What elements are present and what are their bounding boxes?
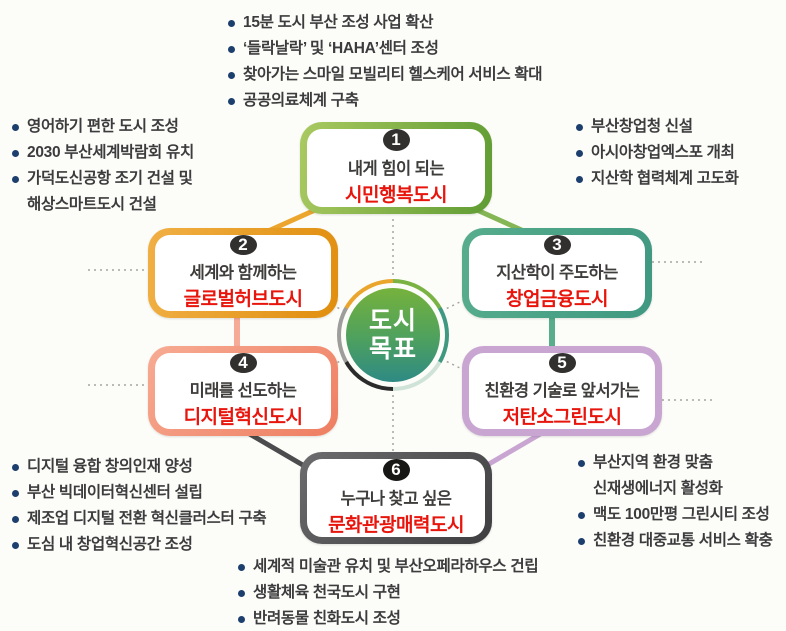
list-item: 아시아창업엑스포 개최	[576, 140, 739, 166]
bullet-icon	[12, 176, 19, 183]
goal-title: 시민행복도시	[345, 185, 447, 206]
goal-box-4-content: 4 미래를 선도하는 디지털혁신도시	[155, 353, 331, 429]
goal5-detail-list: 부산지역 환경 맞춤 신재생에너지 활성화 맥도 100만평 그린시티 조성 친…	[578, 450, 773, 554]
list-item: 영어하기 편한 도시 조성	[12, 114, 194, 140]
bullet-icon	[238, 616, 245, 623]
goal3-detail-list: 부산창업청 신설 아시아창업엑스포 개최 지산학 협력체계 고도화	[576, 114, 739, 192]
bullet-icon	[576, 124, 583, 131]
list-item: 세계적 미술관 유치 및 부산오페라하우스 건립	[238, 554, 539, 580]
goal-box-6: 6 누구나 찾고 싶은 문화관광매력도시	[300, 452, 492, 544]
goal6-detail-list: 세계적 미술관 유치 및 부산오페라하우스 건립 생활체육 천국도시 구현 반려…	[238, 554, 539, 631]
bullet-icon	[576, 176, 583, 183]
list-item: 반려동물 친화도시 조성	[238, 606, 538, 631]
city-goal-ring: 도시 목표	[337, 279, 449, 391]
bullet-icon	[228, 98, 235, 105]
bullet-icon	[12, 516, 19, 523]
goal-title: 글로벌허브도시	[183, 289, 303, 310]
goal-box-6-content: 6 누구나 찾고 싶은 문화관광매력도시	[307, 459, 485, 537]
bullet-icon	[578, 460, 585, 467]
goal-box-3: 3 지산학이 주도하는 창업금융도시	[462, 228, 652, 318]
list-item: 가덕도신공항 조기 건설 및 해상스마트도시 건설	[12, 166, 194, 218]
bullet-icon	[12, 464, 19, 471]
goal4-detail-list: 디지털 융합 창의인재 양성 부산 빅데이터혁신센터 설립 제조업 디지털 전환…	[12, 454, 267, 558]
goal-subtitle: 누구나 찾고 싶은	[340, 490, 452, 508]
goal-number-badge: 1	[382, 129, 410, 151]
bullet-icon	[12, 490, 19, 497]
bullet-icon	[238, 590, 245, 597]
goal-title: 문화관광매력도시	[328, 515, 464, 536]
center-label-line1: 도시	[368, 307, 417, 335]
goal-box-5: 5 친환경 기술로 앞서가는 저탄소그린도시	[462, 346, 662, 436]
goal-number-badge: 2	[229, 235, 257, 255]
goal-title: 저탄소그린도시	[502, 407, 622, 428]
bullet-icon	[238, 564, 245, 571]
goal-box-3-content: 3 지산학이 주도하는 창업금융도시	[469, 235, 645, 311]
list-item: 생활체육 천국도시 구현	[238, 580, 538, 606]
list-item: 15분 도시 부산 조성 사업 확산	[228, 10, 542, 36]
list-item: 디지털 융합 창의인재 양성	[12, 454, 266, 480]
goal-subtitle: 지산학이 주도하는	[496, 264, 618, 282]
bullet-icon	[12, 542, 19, 549]
center-label-line2: 목표	[368, 335, 417, 363]
goal-title: 디지털혁신도시	[183, 407, 303, 428]
city-goal-circle: 도시 목표	[346, 288, 440, 382]
bullet-icon	[12, 150, 19, 157]
goal1-detail-list: 15분 도시 부산 조성 사업 확산 ‘들락날락’ 및 ‘HAHA’센터 조성 …	[228, 10, 543, 114]
bullet-icon	[228, 46, 235, 53]
goal2-detail-list: 영어하기 편한 도시 조성 2030 부산세계박람회 유치 가덕도신공항 조기 …	[12, 114, 194, 218]
goal-box-2: 2 세계와 함께하는 글로벌허브도시	[148, 228, 338, 318]
goal-title: 창업금융도시	[506, 289, 608, 310]
list-item: 부산 빅데이터혁신센터 설립	[12, 480, 266, 506]
bullet-icon	[228, 72, 235, 79]
goal-box-1: 1 내게 힘이 되는 시민행복도시	[300, 122, 492, 214]
goal-number-badge: 3	[543, 235, 571, 255]
list-item: 맥도 100만평 그린시티 조성	[578, 502, 773, 528]
list-item: 지산학 협력체계 고도화	[576, 166, 739, 192]
list-item: ‘들락날락’ 및 ‘HAHA’센터 조성	[228, 36, 542, 62]
goal-box-5-content: 5 친환경 기술로 앞서가는 저탄소그린도시	[469, 353, 655, 429]
bullet-icon	[12, 124, 19, 131]
goal-box-1-content: 1 내게 힘이 되는 시민행복도시	[307, 129, 485, 207]
list-item: 친환경 대중교통 서비스 확충	[578, 528, 773, 554]
list-item: 부산창업청 신설	[576, 114, 739, 140]
dotted-line-center-to-goal3	[392, 295, 473, 336]
goal-number-badge: 5	[548, 353, 576, 373]
list-item: 공공의료체계 구축	[228, 88, 542, 114]
goal-box-2-content: 2 세계와 함께하는 글로벌허브도시	[155, 235, 331, 311]
bullet-icon	[578, 512, 585, 519]
goal-number-badge: 6	[382, 459, 410, 481]
bullet-icon	[228, 20, 235, 27]
goal-subtitle: 내게 힘이 되는	[347, 160, 445, 178]
goal-subtitle: 미래를 선도하는	[189, 382, 297, 400]
goal-subtitle: 세계와 함께하는	[189, 264, 297, 282]
goal-box-4: 4 미래를 선도하는 디지털혁신도시	[148, 346, 338, 436]
goal-number-badge: 4	[229, 353, 257, 373]
goal-subtitle: 친환경 기술로 앞서가는	[484, 382, 640, 400]
list-item: 부산지역 환경 맞춤 신재생에너지 활성화	[578, 450, 773, 502]
list-item: 제조업 디지털 전환 혁신클러스터 구축	[12, 506, 267, 532]
dotted-line-center-to-goal5	[392, 334, 473, 375]
list-item: 2030 부산세계박람회 유치	[12, 140, 194, 166]
list-item: 도심 내 창업혁신공간 조성	[12, 532, 266, 558]
list-item: 찾아가는 스마일 모빌리티 헬스케어 서비스 확대	[228, 62, 543, 88]
bullet-icon	[576, 150, 583, 157]
bullet-icon	[578, 538, 585, 545]
